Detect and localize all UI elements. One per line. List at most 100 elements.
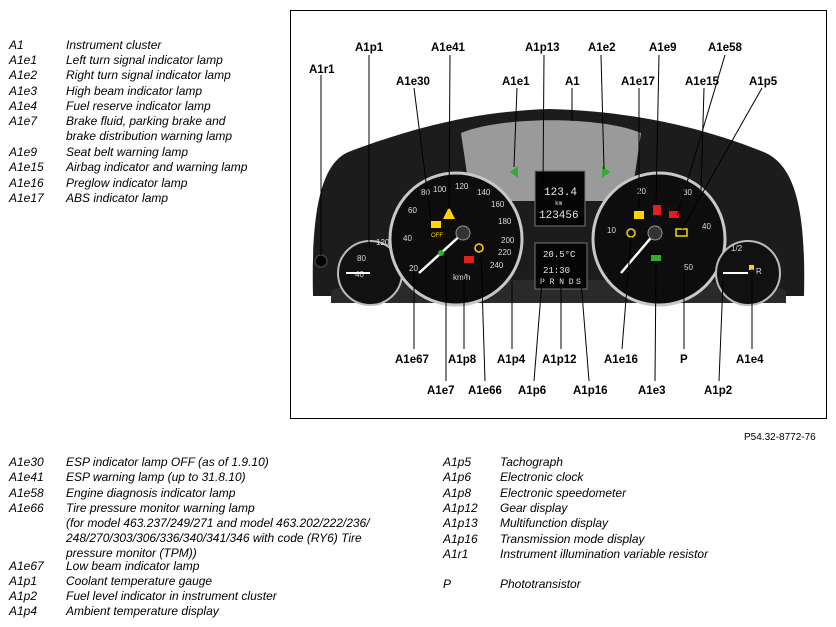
legend-desc: Instrument illumination variable resisto…	[500, 547, 709, 561]
esp-warning-icon	[443, 207, 455, 219]
legend-code: A1p4	[9, 604, 38, 618]
legend-desc: Low beam indicator lamp	[66, 559, 200, 573]
legend-code: A1p6	[443, 470, 472, 484]
callout-label: A1e67	[395, 354, 429, 366]
coolant-tick: 80	[357, 254, 366, 263]
legend-code: A1p2	[9, 589, 38, 603]
legend-code: A1	[9, 38, 24, 52]
esp-off-icon	[431, 221, 441, 228]
speedo-tick: 100	[433, 185, 447, 194]
legend-desc: Phototransistor	[500, 577, 581, 591]
legend-desc: Ambient temperature display	[66, 604, 219, 618]
legend-desc: Electronic clock	[500, 470, 584, 484]
variable-resistor-knob	[314, 254, 328, 268]
callout-label: A1e4	[736, 354, 764, 366]
fuel-reserve-icon	[749, 265, 754, 270]
legend-code: A1p8	[443, 486, 472, 500]
legend-desc: Seat belt warning lamp	[66, 145, 189, 159]
legend-code: A1e9	[9, 145, 38, 159]
callout-label: A1p13	[525, 42, 560, 54]
legend-desc: ESP warning lamp (up to 31.8.10)	[66, 470, 246, 484]
legend-desc: Electronic speedometer	[500, 486, 627, 500]
legend-desc: Airbag indicator and warning lamp	[66, 160, 248, 174]
callout-label: A1e2	[588, 42, 616, 54]
legend-desc: Right turn signal indicator lamp	[66, 68, 231, 82]
callout-label: A1p6	[518, 385, 546, 397]
odometer-unit: km	[555, 200, 563, 207]
callout-label: A1p5	[749, 76, 778, 88]
legend-code: A1e17	[9, 191, 44, 205]
legend-code: A1p5	[443, 455, 472, 469]
tacho-tick: 20	[637, 187, 646, 196]
callout-label: P	[680, 354, 688, 366]
legend-desc: Engine diagnosis indicator lamp	[66, 486, 236, 500]
legend-desc: Left turn signal indicator lamp	[66, 53, 223, 67]
callout-labels: A1r1 A1p1 A1e30 A1e41 A1e1 A1p13 A1 A1e2…	[309, 42, 778, 397]
speedo-tick: 80	[421, 188, 430, 197]
callout-label: A1p1	[355, 42, 384, 54]
callout-label: A1e9	[649, 42, 677, 54]
speedo-tick: 220	[498, 248, 512, 257]
speedo-tick: 120	[455, 182, 469, 191]
tacho-tick: 40	[702, 222, 711, 231]
brake-warning-icon	[464, 256, 474, 263]
coolant-tick: 120	[376, 238, 390, 247]
ambient-temperature: 20.5°C	[543, 250, 576, 260]
callout-label: A1p4	[497, 354, 526, 366]
fuel-tick: 1/2	[731, 244, 743, 253]
tire-pressure-icon	[474, 243, 484, 253]
callout-label: A1e1	[502, 76, 530, 88]
callout-label: A1e41	[431, 42, 465, 54]
legend-desc: Tire pressure monitor warning lamp (for …	[66, 501, 370, 560]
legend-code: A1e4	[9, 99, 38, 113]
callout-label: A1e58	[708, 42, 742, 54]
high-beam-icon	[651, 255, 661, 261]
speedo-tick: 20	[409, 264, 418, 273]
odometer-trip: 123.4	[544, 187, 577, 199]
coolant-tick: 40	[355, 270, 364, 279]
callout-label: A1e3	[638, 385, 666, 397]
callout-label: A1e16	[604, 354, 638, 366]
legend-code: A1p12	[443, 501, 478, 515]
legend-code: P	[443, 577, 452, 591]
legend-code: A1p13	[443, 516, 478, 530]
legend-code: A1p16	[443, 532, 478, 546]
gear-display: P R N D	[540, 278, 574, 287]
legend-desc: Instrument cluster	[66, 38, 162, 52]
legend-code: A1p1	[9, 574, 38, 588]
legend-desc: Gear display	[500, 501, 568, 515]
instrument-cluster-drawing: 120 80 40 20 40 60 80 100 120 140 160 18…	[309, 42, 805, 397]
callout-label: A1e30	[396, 76, 430, 88]
legend-desc: Multifunction display	[500, 516, 609, 530]
speedo-tick: 240	[490, 261, 504, 270]
callout-label: A1p2	[704, 385, 732, 397]
speedo-tick: 40	[403, 234, 412, 243]
legend-code: A1e16	[9, 176, 44, 190]
legend-desc: High beam indicator lamp	[66, 84, 203, 98]
legend-code: A1e30	[9, 455, 44, 469]
engine-diagnosis-icon	[675, 228, 688, 237]
callout-label: A1r1	[309, 64, 335, 76]
callout-label: A1p16	[573, 385, 608, 397]
cluster-hood	[461, 120, 641, 201]
speedo-unit: km/h	[453, 273, 470, 282]
callout-label: A1e15	[685, 76, 719, 88]
callout-label: A1e66	[468, 385, 502, 397]
esp-off-label: OFF	[431, 233, 443, 239]
airbag-icon	[669, 211, 679, 218]
legend-desc: Fuel reserve indicator lamp	[66, 99, 211, 113]
callout-label: A1p12	[542, 354, 577, 366]
legend-code: A1e58	[9, 486, 44, 500]
legend-code: A1e66	[9, 501, 44, 515]
legend-code: A1e7	[9, 114, 38, 128]
callout-label: A1p8	[448, 354, 477, 366]
speedo-tick: 60	[408, 206, 417, 215]
speedometer: 20 40 60 80 100 120 140 160 180 200 220 …	[388, 171, 524, 307]
legend-desc: ABS indicator lamp	[66, 191, 169, 205]
speedo-tick: 200	[501, 236, 515, 245]
legend-code: A1e2	[9, 68, 38, 82]
legend-desc: Transmission mode display	[500, 532, 645, 546]
legend-desc: ESP indicator lamp OFF (as of 1.9.10)	[66, 455, 269, 469]
legend-code: A1e67	[9, 559, 44, 573]
legend-desc: Brake fluid, parking brake and brake dis…	[66, 114, 233, 143]
